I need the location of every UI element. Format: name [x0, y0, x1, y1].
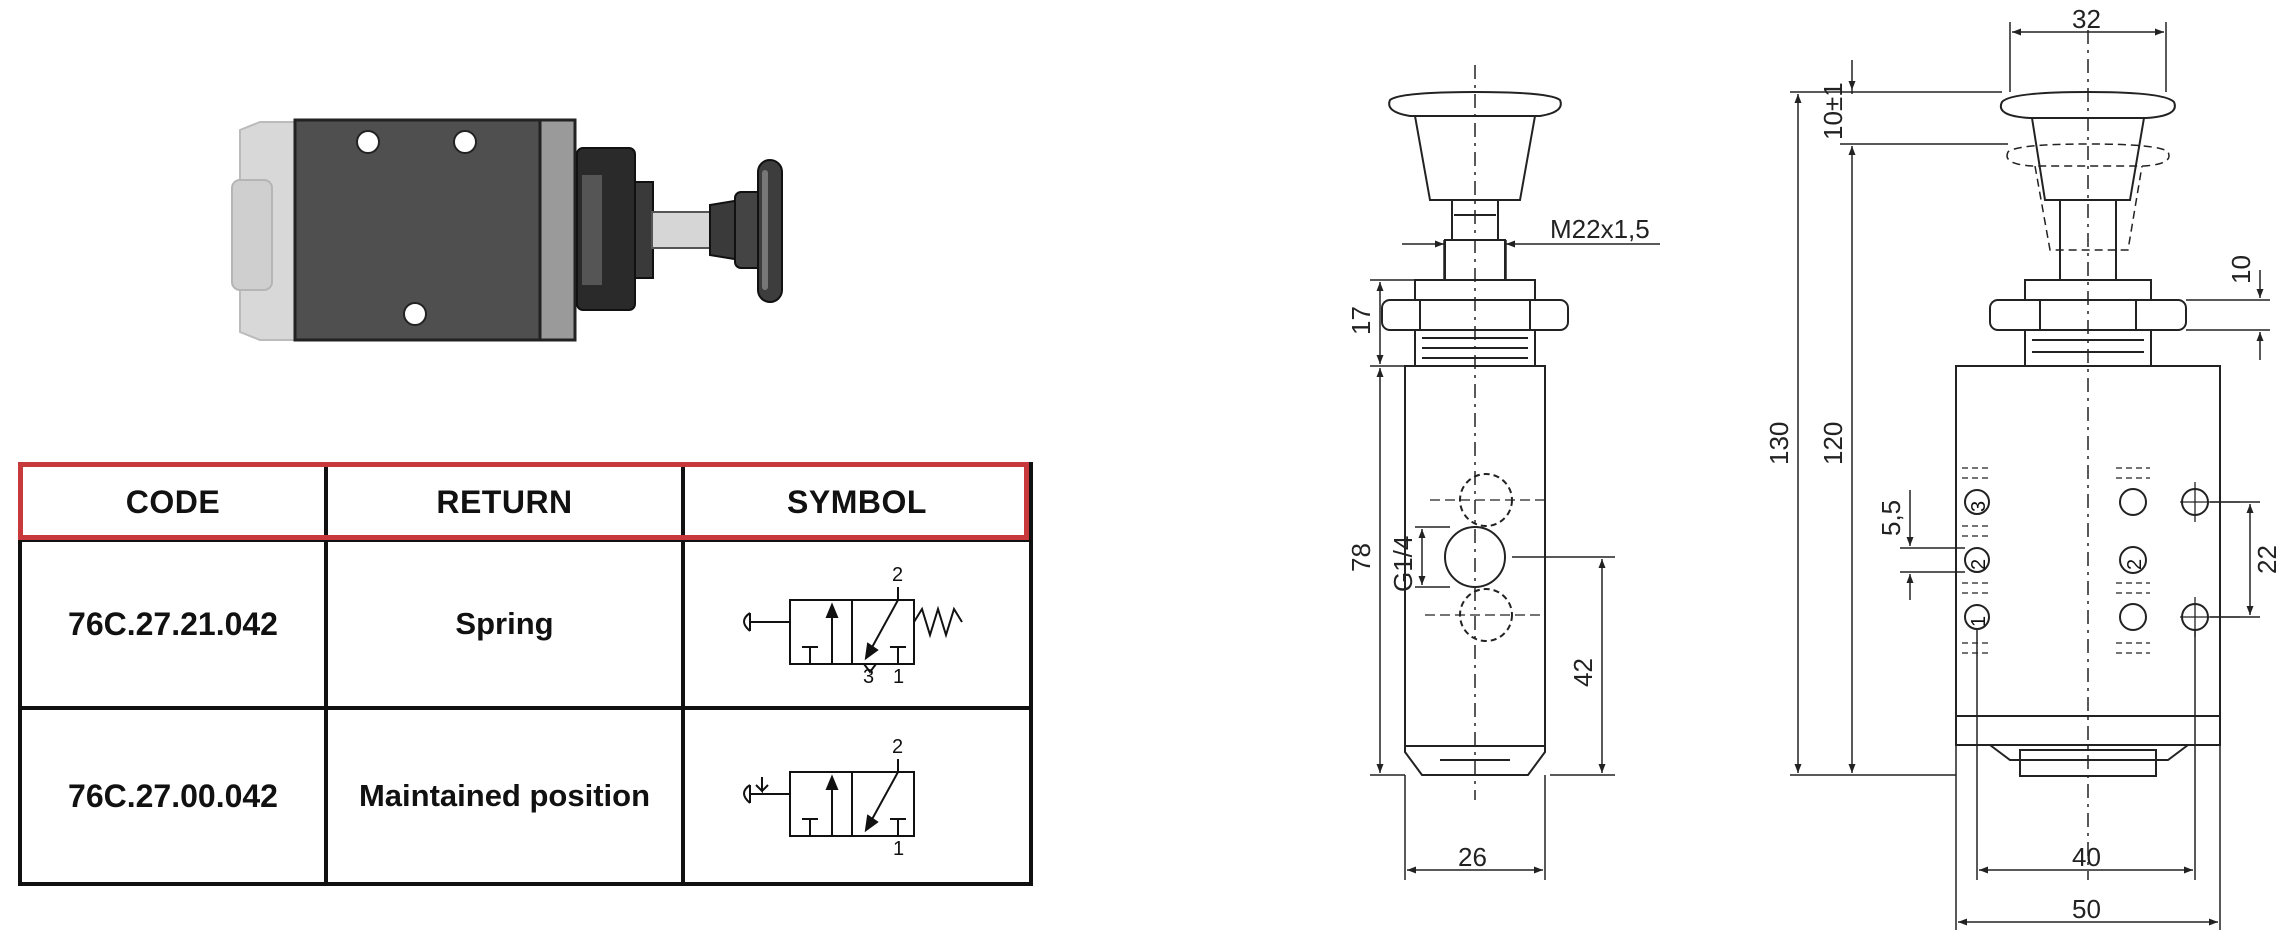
valve-product-image [231, 118, 783, 342]
dim-32: 32 [2072, 4, 2101, 34]
dim-120: 120 [1818, 422, 1848, 465]
dim-17: 17 [1346, 306, 1376, 335]
port-mark-2: 2 [1968, 559, 1990, 570]
symbol-cell: 2 3 1 [681, 538, 1033, 710]
port-label-1: 1 [893, 666, 904, 687]
front-view [1955, 30, 2240, 880]
dim-130: 130 [1764, 422, 1794, 465]
port-label-3: 3 [863, 666, 874, 687]
end-cap [231, 121, 296, 341]
dim-10: 10 [2226, 255, 2256, 284]
symbol-cell: 2 1 [681, 706, 1033, 886]
dim-78: 78 [1346, 543, 1376, 572]
spec-table: CODE RETURN SYMBOL 76C.27.21.042 Spring [18, 462, 1033, 886]
valve-symbol-spring-return: 2 3 1 [743, 564, 963, 688]
valve-body [293, 118, 577, 342]
front-view-dimensions [1790, 22, 2270, 930]
mounting-hole [453, 130, 477, 154]
mounting-hole [403, 302, 427, 326]
technical-drawing: M22x1,5 17 78 G1/4 42 26 [1346, 4, 2278, 930]
dim-26: 26 [1458, 842, 1487, 872]
port-mark-1: 1 [1968, 616, 1990, 627]
return-cell: Spring [324, 538, 685, 710]
port-mark-2-right: 2 [2124, 559, 2146, 570]
table-row: 76C.27.00.042 Maintained position [18, 706, 1033, 886]
table-header-row: CODE RETURN SYMBOL [18, 462, 1033, 542]
table-row: 76C.27.21.042 Spring [18, 538, 1033, 710]
push-button [709, 159, 783, 303]
dim-50: 50 [2072, 894, 2101, 924]
header-return: RETURN [324, 462, 685, 542]
code-cell: 76C.27.21.042 [18, 538, 328, 710]
return-cell: Maintained position [324, 706, 685, 886]
valve-symbol-maintained: 2 1 [743, 736, 915, 860]
dim-22: 22 [2252, 545, 2278, 574]
header-symbol: SYMBOL [681, 462, 1033, 542]
port-label-1: 1 [893, 838, 904, 859]
plunger-stem [651, 211, 713, 249]
port-label-2: 2 [892, 736, 903, 758]
dim-10-1: 10±1 [1818, 82, 1848, 140]
dim-5-5: 5,5 [1876, 500, 1906, 536]
port-label-2: 2 [892, 564, 903, 586]
side-view [1381, 65, 1569, 800]
head-plate [538, 118, 577, 342]
mounting-hole [356, 130, 380, 154]
dim-port: G1/4 [1388, 536, 1418, 592]
port-mark-3: 3 [1968, 501, 1990, 512]
dim-thread: M22x1,5 [1550, 214, 1650, 244]
dim-40: 40 [2072, 842, 2101, 872]
lock-nut [576, 147, 654, 311]
header-code: CODE [18, 462, 328, 542]
side-view-dimensions [1370, 240, 1660, 880]
code-cell: 76C.27.00.042 [18, 706, 328, 886]
dim-42: 42 [1568, 658, 1598, 687]
